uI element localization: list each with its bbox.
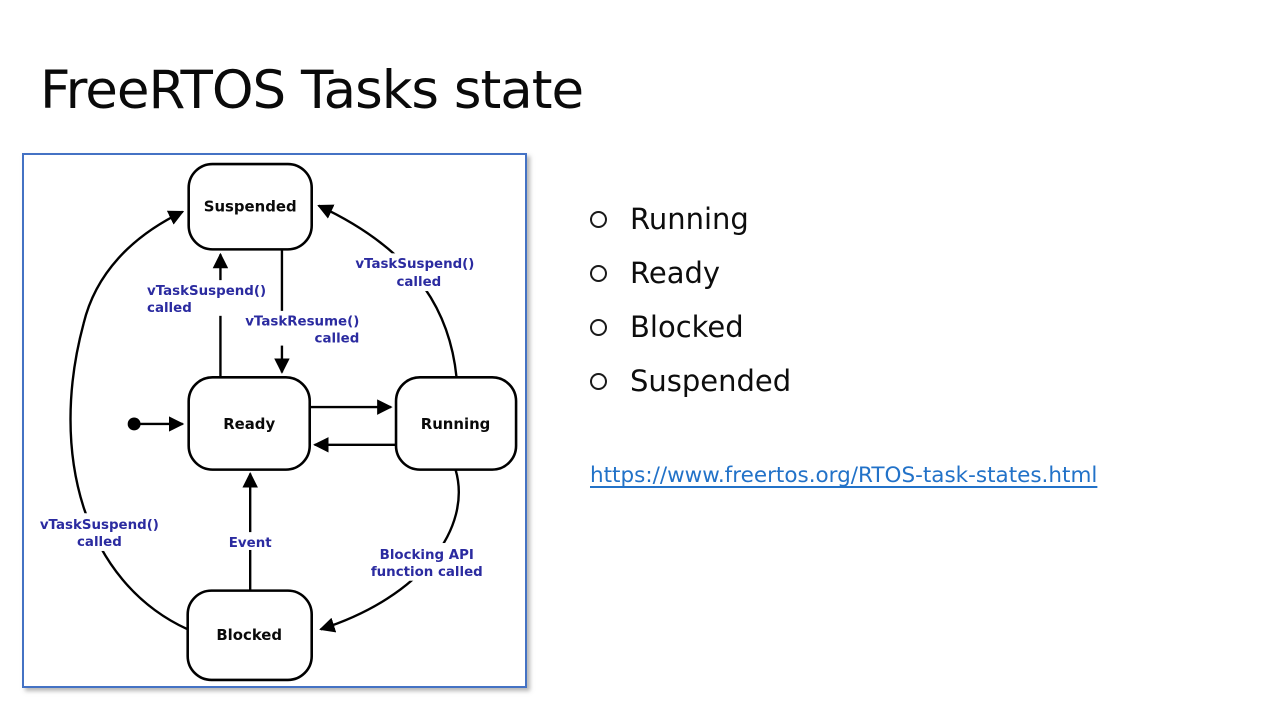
list-item: Suspended: [590, 354, 791, 408]
state-diagram-figure: vTaskSuspend() called vTaskResume() call…: [22, 153, 527, 688]
svg-text:vTaskSuspend(): vTaskSuspend(): [40, 518, 159, 533]
bullet-circle-icon: [590, 318, 607, 336]
svg-text:called: called: [396, 275, 441, 290]
svg-text:called: called: [147, 301, 192, 316]
label-running-to-suspended: vTaskSuspend() called: [344, 253, 488, 292]
bullet-circle-icon: [590, 264, 607, 282]
label-suspended-to-ready: vTaskResume() called: [236, 310, 362, 347]
arrow-running-to-suspended: [317, 204, 458, 378]
initial-state-dot: [127, 417, 141, 431]
svg-text:Running: Running: [421, 415, 491, 433]
svg-text:called: called: [315, 332, 360, 347]
state-diagram-svg: vTaskSuspend() called vTaskResume() call…: [29, 162, 518, 682]
label-running-to-blocked: Blocking API function called: [364, 543, 490, 581]
svg-text:called: called: [77, 535, 122, 550]
state-boxes: Suspended Ready Running Blocked: [186, 162, 518, 682]
svg-text:function called: function called: [371, 565, 483, 580]
arrow-blocked-to-suspended: [69, 210, 189, 631]
svg-text:vTaskSuspend(): vTaskSuspend(): [147, 284, 266, 299]
transition-labels: vTaskSuspend() called vTaskResume() call…: [29, 253, 490, 581]
label-ready-to-suspended: vTaskSuspend() called: [143, 280, 273, 316]
list-item: Blocked: [590, 300, 791, 354]
bullet-circle-icon: [590, 210, 607, 228]
label-blocked-to-ready-event: Event: [224, 532, 276, 551]
list-item: Ready: [590, 246, 791, 300]
svg-text:Suspended: Suspended: [204, 198, 297, 216]
bullet-label: Ready: [630, 256, 721, 290]
freertos-link[interactable]: https://www.freertos.org/RTOS-task-state…: [590, 463, 1098, 488]
list-item: Running: [590, 192, 791, 246]
svg-text:Blocking API: Blocking API: [380, 548, 474, 563]
bullet-circle-icon: [590, 372, 607, 390]
state-box-running: Running: [394, 376, 518, 471]
svg-text:Event: Event: [229, 536, 272, 551]
state-box-blocked: Blocked: [186, 589, 313, 682]
page-title: FreeRTOS Tasks state: [40, 60, 584, 121]
svg-text:vTaskResume(): vTaskResume(): [245, 315, 359, 330]
state-box-suspended: Suspended: [187, 162, 313, 251]
state-bullet-list: Running Ready Blocked Suspended: [590, 192, 791, 408]
svg-text:vTaskSuspend(): vTaskSuspend(): [355, 257, 474, 272]
label-blocked-to-suspended: vTaskSuspend() called: [29, 513, 169, 551]
bullet-label: Suspended: [630, 364, 792, 398]
svg-text:Ready: Ready: [223, 415, 275, 433]
svg-text:Blocked: Blocked: [216, 626, 282, 644]
state-box-ready: Ready: [187, 376, 312, 471]
bullet-label: Blocked: [630, 310, 744, 344]
bullet-label: Running: [630, 202, 749, 236]
